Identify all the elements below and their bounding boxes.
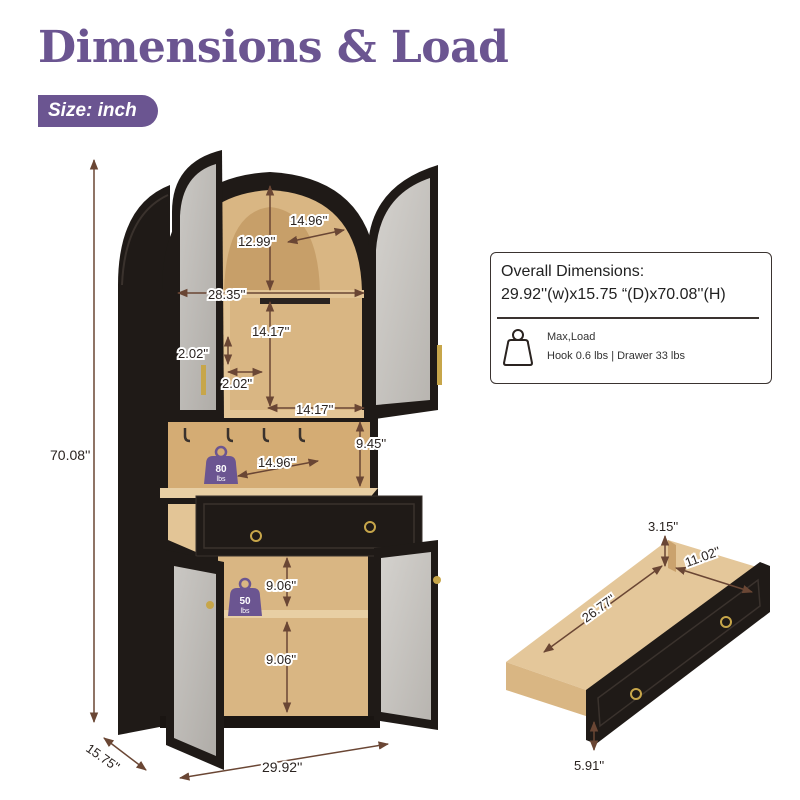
hook-height-label: 9.45'' [356,436,386,451]
shelf-height-label: 14.17'' [252,324,290,339]
drawer-knob [250,530,262,542]
overall-dimensions-title: Overall Dimensions: [501,263,645,280]
shelf-width-label: 14.17'' [296,402,334,417]
cabinet-side-panel [118,185,170,735]
hook-row [183,428,306,443]
drawer-height-label: 3.15'' [648,519,678,534]
max-load-values: Hook 0.6 lbs | Drawer 33 lbs [547,350,685,362]
load-badge-shelf: 50 lbs [228,577,262,616]
divider [497,317,759,319]
counter-width-line [236,458,320,479]
drawer-front [195,495,423,557]
drawer-front-label: 5.91'' [574,758,604,773]
lower-left-door[interactable] [166,550,224,770]
overall-dimensions-value: 29.92''(w)x15.75 “(D)x70.08''(H) [501,286,726,303]
cabinet-lower-interior [218,556,368,716]
depth-line [103,737,147,771]
drawer-front-inset [203,503,415,549]
load-badge-hutch: 80 lbs [204,445,238,484]
badge-value: 50 [239,596,251,607]
max-load-label: Max,Load [547,331,596,343]
drawer-detail [506,540,770,744]
inner-width-label: 28.35'' [208,287,246,302]
cabinet-side-arch-inner [121,194,169,286]
weight-icon [502,329,534,366]
cabinet-lower-shelf [218,610,368,618]
drawer-knob-2 [364,521,376,533]
dimension-lines [89,158,390,781]
cube-height-label: 2.02'' [178,346,208,361]
drawer-length-line [543,565,663,653]
width-line [178,741,390,781]
page-title: Dimensions & Load [38,22,509,73]
badge-unit: lbs [241,608,250,615]
width-label: 29.92'' [262,759,302,775]
arch-height-label: 12.99'' [238,234,276,249]
lower-right-door[interactable] [374,540,441,730]
drawer-detail-left-side [506,662,592,718]
size-unit-badge: Size: inch [38,95,158,127]
drawer-detail-front-inset [597,578,761,728]
badge-unit: lbs [217,476,226,483]
upper-left-door[interactable] [172,150,224,420]
badge-value: 80 [215,464,227,475]
drawer-detail-knob [630,688,642,700]
height-label: 70.08'' [50,447,90,463]
drawer-body [168,504,196,552]
counter-width-label: 14.96'' [258,455,296,470]
stemware-rack [260,298,330,304]
depth-label: 15.75'' [83,741,122,775]
cube-width-label: 2.02'' [222,376,252,391]
lower-shelf-1-label: 9.06'' [266,578,296,593]
drawer-detail-knob-2 [720,616,732,628]
drawer-dimension-lines [543,534,754,752]
lower-shelf-2-label: 9.06'' [266,652,296,667]
upper-right-door[interactable] [368,165,442,420]
arch-width-label: 14.96'' [290,213,328,228]
cabinet-middle-shelf [176,410,364,420]
drawer-width-line [674,566,754,594]
overall-dimensions-box: Overall Dimensions: 29.92''(w)x15.75 “(D… [490,252,772,384]
arch-width-line [286,227,346,245]
drawer-detail-back [668,540,676,572]
drawer-detail-front [586,562,770,744]
